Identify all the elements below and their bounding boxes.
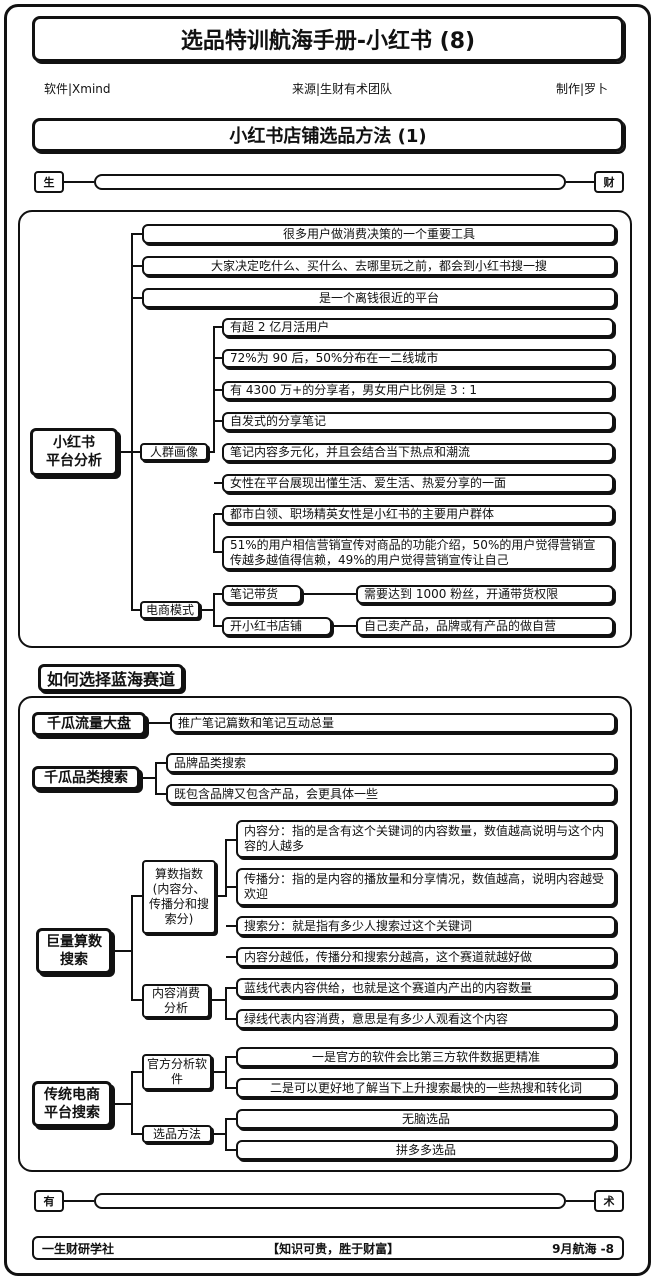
qiangua-traffic-item: 推广笔记篇数和笔记互动总量 <box>170 713 616 733</box>
content-item-2: 绿线代表内容消费，意思是有多少人观看这个内容 <box>236 1009 616 1029</box>
suanshu-item-4: 内容分越低，传播分和搜索分越高，这个赛道就越好做 <box>236 947 616 967</box>
persona-item-2: 72%为 90 后，50%分布在一二线城市 <box>222 349 614 368</box>
suanshu-item-2: 传播分：指的是内容的播放量和分享情况，数值越高，说明内容越受欢迎 <box>236 868 616 906</box>
divider-bar-top <box>94 174 566 190</box>
top-item-3: 是一个离钱很近的平台 <box>142 288 616 308</box>
juliang-node: 巨量算数 搜索 <box>36 928 112 974</box>
qiangua-category-node: 千瓜品类搜索 <box>32 766 140 790</box>
ecommerce-item-1-name: 笔记带货 <box>222 585 302 604</box>
xiaohongshu-analysis-node: 小红书 平台分析 <box>30 428 118 476</box>
footer-center: 【知识可贵，胜于财富】 <box>267 1241 400 1256</box>
official-item-2: 二是可以更好地了解当下上升搜索最快的一些热搜和转化词 <box>236 1078 616 1098</box>
qiangua-category-item-1: 品牌品类搜索 <box>166 753 616 773</box>
section1-title: 小红书店铺选品方法 (1) <box>32 118 624 152</box>
author-label: 制作|罗卜 <box>556 82 609 96</box>
persona-item-3: 有 4300 万+的分享者，男女用户比例是 3 : 1 <box>222 381 614 400</box>
divider-bar-bottom <box>94 1193 566 1209</box>
method-item-1: 无脑选品 <box>236 1109 616 1129</box>
footer-bar: 一生财研学社 【知识可贵，胜于财富】 9月航海 -8 <box>32 1236 624 1260</box>
persona-item-8: 51%的用户相信营销宣传对商品的功能介绍，50%的用户觉得营销宣传越多越值得信赖… <box>222 536 614 570</box>
ecommerce-label: 电商模式 <box>140 601 200 619</box>
ecommerce-item-1-desc: 需要达到 1000 粉丝，开通带货权限 <box>356 585 614 604</box>
traditional-ecommerce-node: 传统电商 平台搜索 <box>32 1081 112 1127</box>
badge-you: 有 <box>34 1190 64 1212</box>
source-label: 来源|生财有术团队 <box>292 82 393 96</box>
suanshu-label: 算数指数 (内容分、传播分和搜索分) <box>142 860 216 934</box>
suanshu-item-1: 内容分：指的是含有这个关键词的内容数量，数值越高说明与这个内容的人越多 <box>236 820 616 858</box>
section1-panel <box>18 210 632 648</box>
badge-shu: 术 <box>594 1190 624 1212</box>
section2-panel <box>18 696 632 1172</box>
method-item-2: 拼多多选品 <box>236 1140 616 1160</box>
qiangua-category-item-2: 既包含品牌又包含产品，会更具体一些 <box>166 784 616 804</box>
software-label: 软件|Xmind <box>44 82 111 96</box>
method-label: 选品方法 <box>142 1125 212 1143</box>
persona-item-5: 笔记内容多元化，并且会结合当下热点和潮流 <box>222 443 614 462</box>
top-item-1: 很多用户做消费决策的一个重要工具 <box>142 224 616 244</box>
official-item-1: 一是官方的软件会比第三方软件数据更精准 <box>236 1047 616 1067</box>
ecommerce-item-2-desc: 自己卖产品，品牌或有产品的做自营 <box>356 617 614 636</box>
content-consumption-label: 内容消费分析 <box>142 984 210 1018</box>
suanshu-item-3: 搜索分：就是指有多少人搜索过这个关键词 <box>236 916 616 936</box>
top-item-2: 大家决定吃什么、买什么、去哪里玩之前，都会到小红书搜一搜 <box>142 256 616 276</box>
footer-left: 一生财研学社 <box>42 1241 115 1256</box>
section2-tag: 如何选择蓝海赛道 <box>38 664 185 692</box>
badge-cai: 财 <box>594 171 624 193</box>
ecommerce-item-2-name: 开小红书店铺 <box>222 617 332 636</box>
persona-item-1: 有超 2 亿月活用户 <box>222 318 614 337</box>
footer-right: 9月航海 -8 <box>552 1241 614 1256</box>
page-frame <box>4 4 651 1276</box>
badge-sheng: 生 <box>34 171 64 193</box>
content-item-1: 蓝线代表内容供给，也就是这个赛道内产出的内容数量 <box>236 978 616 998</box>
persona-item-4: 自发式的分享笔记 <box>222 412 614 431</box>
persona-item-6: 女性在平台展现出懂生活、爱生活、热爱分享的一面 <box>222 474 614 493</box>
page-title: 选品特训航海手册-小红书 (8) <box>32 16 624 62</box>
persona-item-7: 都市白领、职场精英女性是小红书的主要用户群体 <box>222 505 614 524</box>
qiangua-traffic-node: 千瓜流量大盘 <box>32 712 146 736</box>
persona-label: 人群画像 <box>140 443 208 461</box>
official-software-label: 官方分析软件 <box>142 1054 212 1090</box>
